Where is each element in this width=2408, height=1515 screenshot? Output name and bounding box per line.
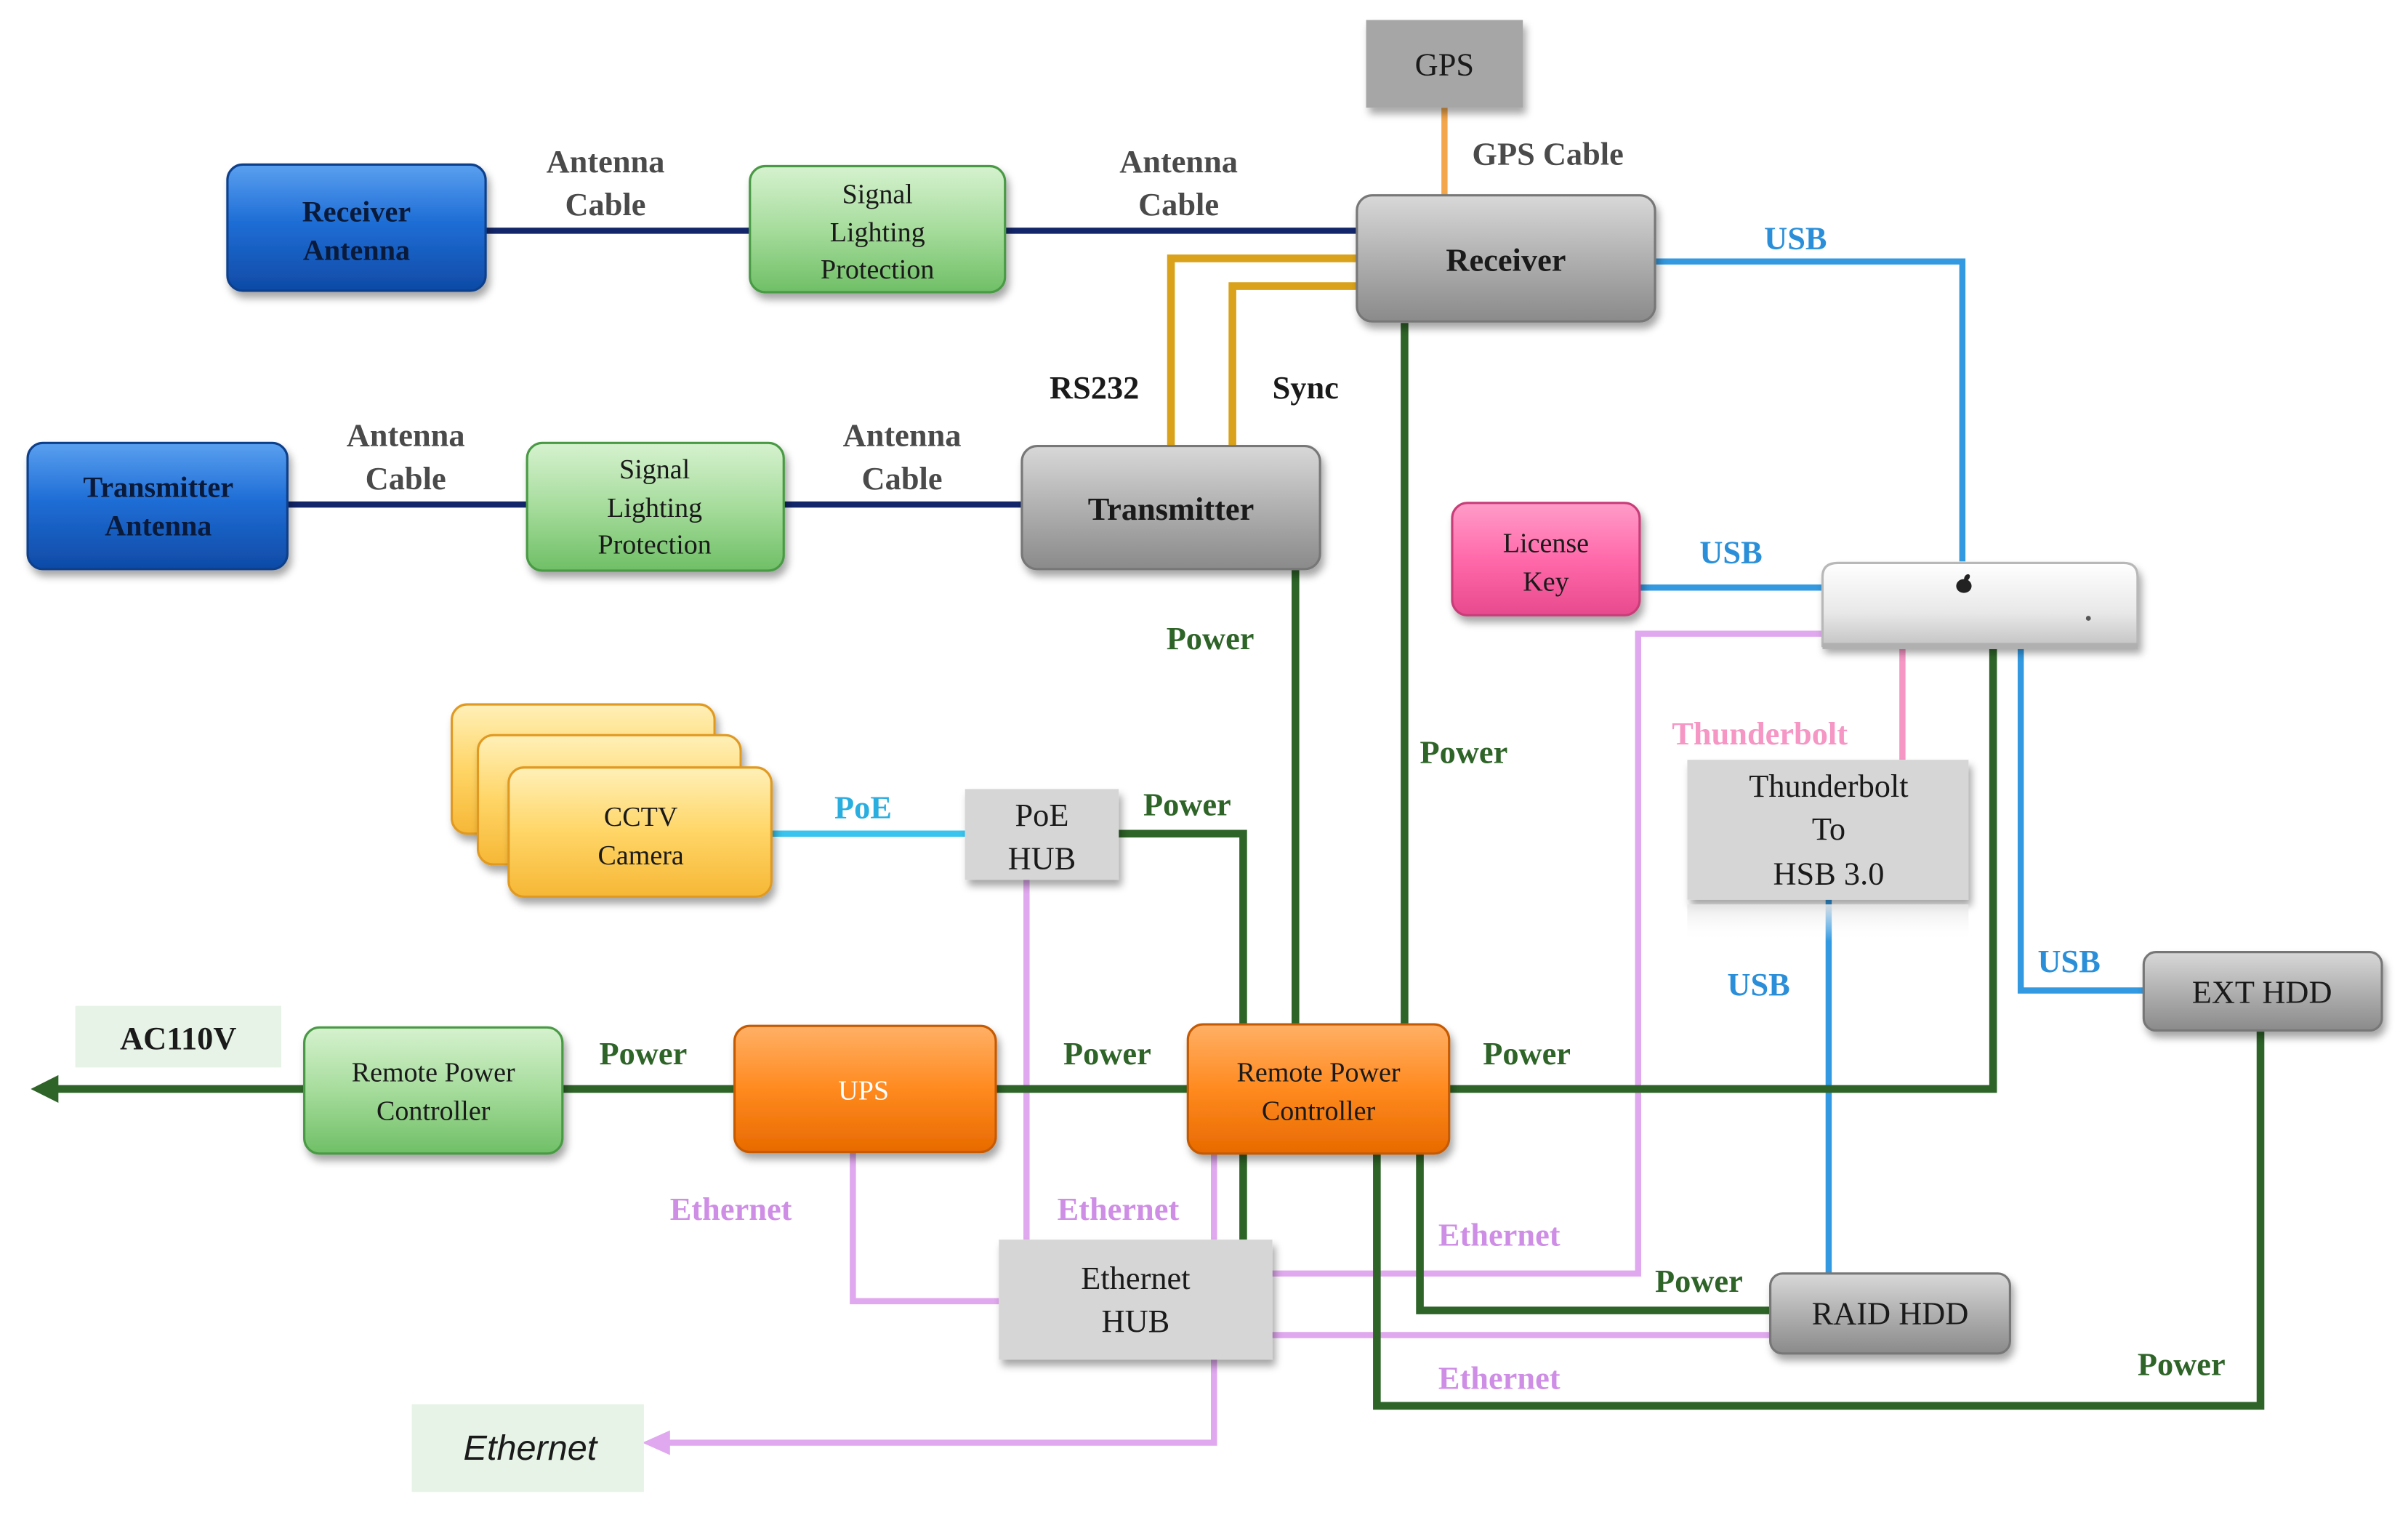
raid-hdd-node: RAID HDD [1769,1272,2011,1355]
power-raid-label: Power [1655,1263,1743,1299]
usb-receiver-line [1655,258,1966,562]
usb-license-label: USB [1699,534,1762,570]
transmitter-node: Transmitter [1020,444,1321,571]
rs232-line [1167,254,1357,446]
sync-label: Sync [1273,369,1339,406]
apple-logo-icon [1956,574,1972,593]
connection-lines [31,108,2265,1455]
ac110v-label: AC110V [120,1020,236,1056]
ups-label: UPS [838,1076,889,1106]
usb-ext-label: USB [2037,943,2100,979]
rs232-label: RS232 [1050,369,1139,406]
raid-hdd-label: RAID HDD [1812,1295,1969,1332]
ac110v-node: AC110V [75,1005,281,1068]
mac-mini-node [1821,561,2139,649]
ethernet-output-node: Ethernet [411,1404,644,1492]
gps-cable-label: GPS Cable [1472,135,1623,172]
ethernet-mac-label: Ethernet [1438,1217,1561,1253]
transmitter-label: Transmitter [1088,491,1254,527]
ethernet-out-arrowhead [642,1430,670,1455]
ext-hdd-label: EXT HDD [2192,973,2332,1010]
power-ext-hdd-line [1373,1030,2265,1410]
power-mac-label: Power [1483,1035,1571,1072]
receiver-node: Receiver [1356,194,1656,323]
power-poe-label: Power [1143,786,1231,822]
sync-line [1228,282,1357,446]
power-receiver-label: Power [1420,734,1508,770]
ethernet-ups-line [850,1150,999,1305]
power-ups-label: Power [1063,1035,1151,1072]
receiver-label: Receiver [1446,241,1566,278]
power-raid-line [1416,1153,1771,1314]
ethernet-poe-label: Ethernet [1058,1191,1180,1227]
power-poe-hub-line [1119,829,1247,1025]
ext-hdd-node: EXT HDD [2142,951,2383,1032]
usb-receiver-label: USB [1764,220,1827,257]
gps-label: GPS [1415,47,1474,83]
ups-node: UPS [733,1024,997,1154]
power-ac-label: Power [600,1035,688,1072]
power-ext-label: Power [2138,1346,2226,1382]
ethernet-mac-line [1272,630,1823,1277]
ethernet-ups-label: Ethernet [670,1191,792,1227]
usb-raid-label: USB [1727,966,1789,1002]
power-mac-line [1449,648,1997,1093]
ethernet-output-label: Ethernet [464,1428,599,1468]
ethernet-out-line [664,1359,1217,1446]
poe-label: PoE [834,789,892,826]
power-ac-arrowhead [31,1074,59,1103]
gps-node: GPS [1366,20,1523,108]
status-light-icon [2085,616,2091,621]
thunderbolt-label: Thunderbolt [1672,715,1848,752]
power-transmitter-label: Power [1167,620,1255,656]
ethernet-raid-label: Ethernet [1438,1359,1561,1396]
usb-ext-hdd-line [2017,648,2144,994]
